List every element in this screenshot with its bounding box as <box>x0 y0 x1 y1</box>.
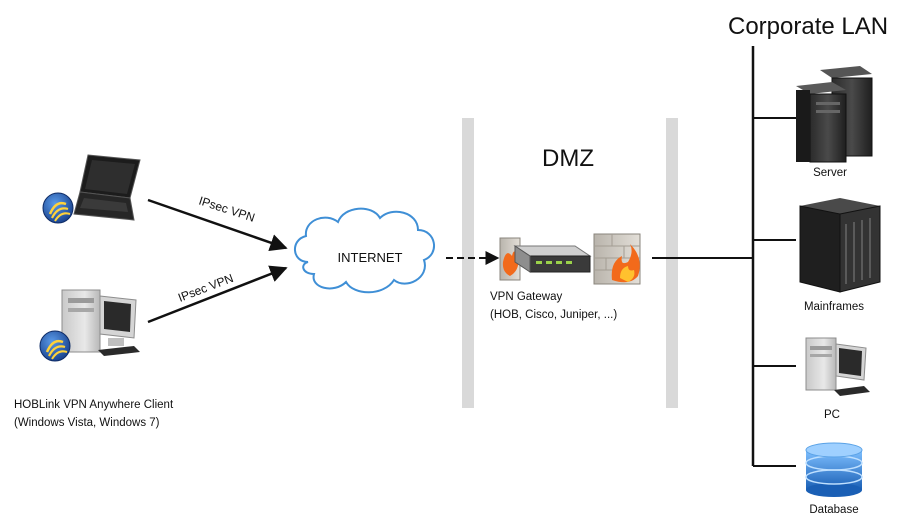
server-icon <box>796 66 873 163</box>
gateway-label-line2: (HOB, Cisco, Juniper, ...) <box>490 309 617 321</box>
server-label: Server <box>813 167 847 179</box>
diagram-title: Corporate LAN <box>728 13 888 40</box>
lower-vpn-link <box>147 265 288 324</box>
dmz-left-wall <box>462 118 474 408</box>
pc-label: PC <box>824 409 840 421</box>
client-label-line2: (Windows Vista, Windows 7) <box>14 417 160 429</box>
dmz-right-wall <box>666 118 678 408</box>
client-label-line1: HOBLink VPN Anywhere Client <box>14 399 174 411</box>
mainframes-label: Mainframes <box>804 301 864 313</box>
dmz-label: DMZ <box>542 145 594 172</box>
mainframe-icon <box>799 198 881 293</box>
hob-badge-icon <box>39 330 71 362</box>
database-icon <box>805 442 863 497</box>
pc-icon <box>805 337 870 396</box>
database-label: Database <box>809 504 858 516</box>
upper-vpn-link <box>147 198 288 252</box>
vpn-gateway-icon <box>499 233 641 285</box>
internet-cloud-icon <box>294 207 435 294</box>
desktop-pc-icon <box>61 289 140 356</box>
hob-badge-icon <box>42 192 74 224</box>
cloud-label: INTERNET <box>338 250 403 265</box>
laptop-icon <box>73 154 141 221</box>
gateway-label-line1: VPN Gateway <box>490 291 562 303</box>
